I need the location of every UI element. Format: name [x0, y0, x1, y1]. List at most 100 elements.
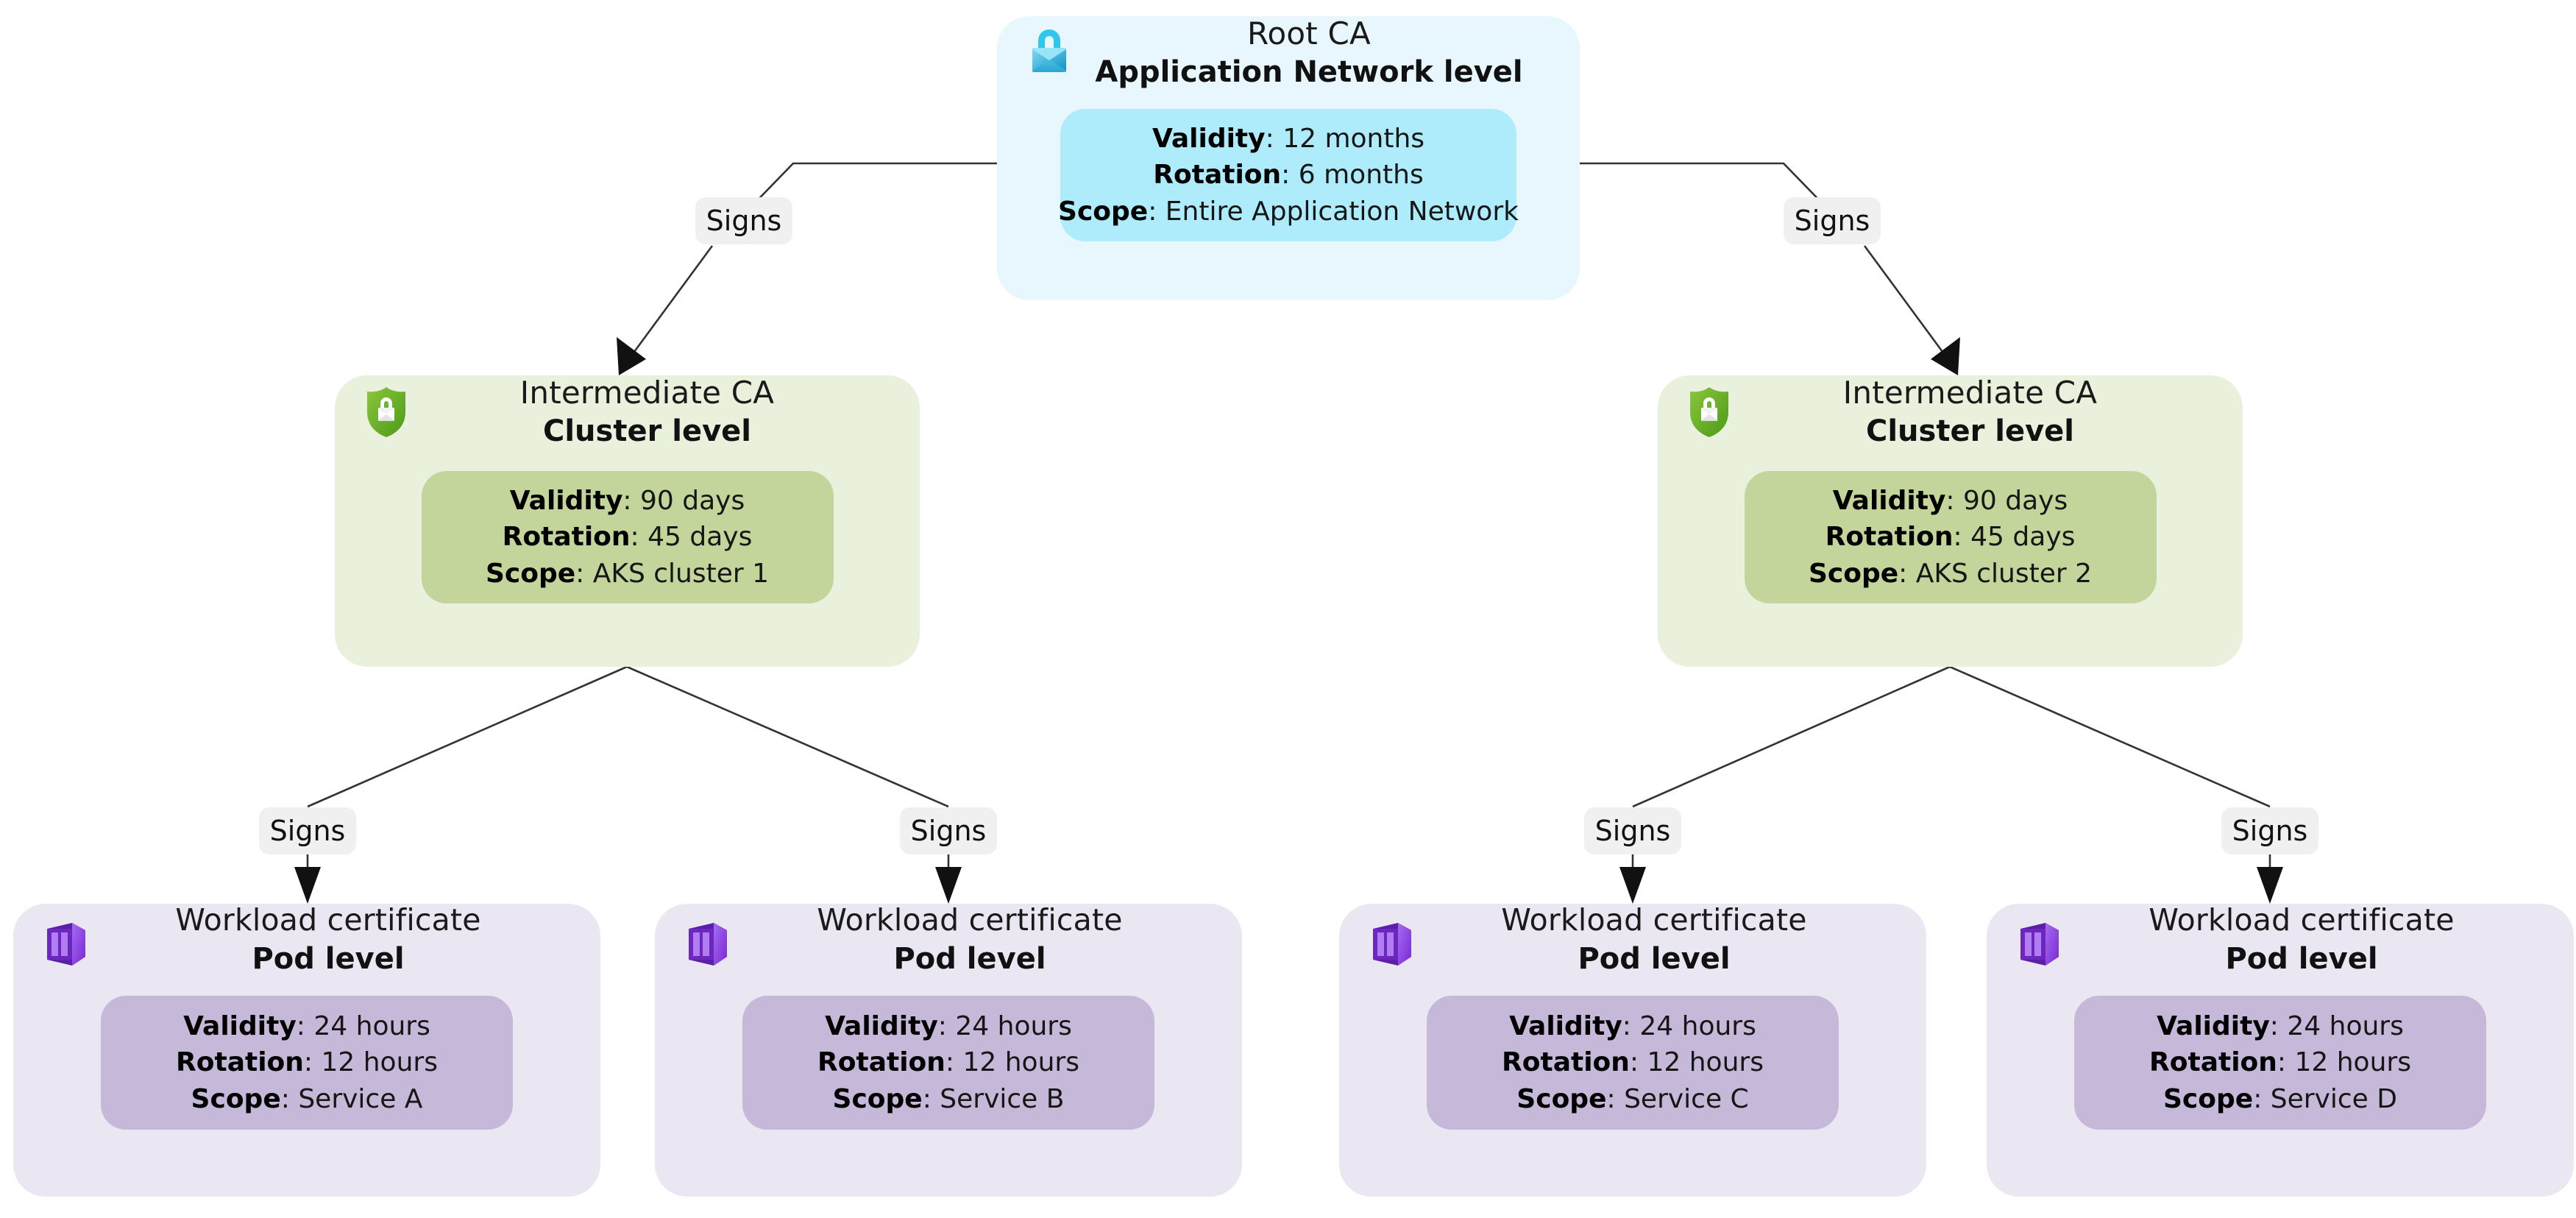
edge-label-root-to-inter-1[interactable]: Signs — [695, 197, 792, 244]
root-ca-header: Root CA Application Network level — [997, 16, 1580, 90]
workload-c-scope-label: Scope — [1516, 1083, 1607, 1114]
workload-d-rotation-label: Rotation — [2149, 1047, 2277, 1078]
intermediate-ca-2-title: Intermediate CA — [1842, 375, 2098, 411]
root-ca-scope-value: Entire Application Network — [1165, 196, 1519, 227]
intermediate-ca-2-header: Intermediate CA Cluster level — [1658, 375, 2243, 449]
workload-b-scope: Scope: Service B — [832, 1083, 1065, 1114]
workload-c-validity-value: 24 hours — [1639, 1010, 1756, 1041]
arrowhead-wl-d — [2257, 867, 2283, 904]
workload-d-rotation: Rotation: 12 hours — [2149, 1047, 2411, 1078]
padlock-icon — [1026, 26, 1072, 78]
workload-d-validity: Validity: 24 hours — [2157, 1010, 2404, 1041]
workload-b-validity: Validity: 24 hours — [825, 1010, 1072, 1041]
intermediate-ca-1-details: Validity: 90 days Rotation: 45 days Scop… — [421, 471, 834, 604]
edge-inter1-to-wl-a — [307, 665, 628, 808]
workload-c-title: Workload certificate — [1501, 902, 1807, 938]
node-workload-c[interactable]: Workload certificate Pod level Validity:… — [1339, 902, 1926, 1197]
intermediate-ca-2-rotation-label: Rotation — [1825, 522, 1954, 553]
workload-b-rotation: Rotation: 12 hours — [817, 1047, 1079, 1078]
workload-b-details: Validity: 24 hours Rotation: 12 hours Sc… — [742, 996, 1154, 1130]
intermediate-ca-2-validity-value: 90 days — [1963, 485, 2068, 516]
edge-label-inter1-to-wl-a[interactable]: Signs — [259, 807, 356, 854]
edge-label-inter2-to-wl-d[interactable]: Signs — [2221, 807, 2318, 854]
node-workload-d[interactable]: Workload certificate Pod level Validity:… — [1987, 902, 2574, 1197]
edge-label-inter1-to-wl-b[interactable]: Signs — [900, 807, 997, 854]
edge-inter2-to-wl-c — [1632, 665, 1951, 808]
workload-a-titles: Workload certificate Pod level — [78, 902, 600, 977]
workload-d-rotation-value: 12 hours — [2294, 1047, 2411, 1078]
node-intermediate-ca-1[interactable]: Intermediate CA Cluster level Validity: … — [335, 375, 920, 667]
workload-b-validity-value: 24 hours — [955, 1010, 1072, 1041]
intermediate-ca-1-rotation-label: Rotation — [502, 522, 631, 553]
workload-a-rotation-label: Rotation — [176, 1047, 304, 1078]
workload-d-subtitle: Pod level — [2225, 941, 2378, 976]
workload-a-scope-label: Scope — [191, 1083, 281, 1114]
node-intermediate-ca-2[interactable]: Intermediate CA Cluster level Validity: … — [1658, 375, 2243, 667]
workload-b-subtitle: Pod level — [893, 941, 1046, 976]
container-cube-icon — [684, 920, 731, 971]
workload-c-rotation-value: 12 hours — [1647, 1047, 1764, 1078]
workload-b-validity-label: Validity — [825, 1010, 938, 1041]
root-ca-subtitle: Application Network level — [1095, 55, 1523, 90]
workload-d-validity-value: 24 hours — [2287, 1010, 2404, 1041]
node-root-ca[interactable]: Root CA Application Network level Validi… — [997, 16, 1580, 300]
root-ca-title: Root CA — [1247, 15, 1371, 52]
intermediate-ca-2-subtitle: Cluster level — [1865, 414, 2074, 449]
workload-c-rotation-label: Rotation — [1502, 1047, 1630, 1078]
arrowhead-wl-b — [935, 867, 962, 904]
intermediate-ca-1-scope-label: Scope — [485, 559, 576, 589]
root-ca-rotation-label: Rotation — [1153, 160, 1282, 191]
root-ca-details: Validity: 12 months Rotation: 6 months S… — [1058, 109, 1519, 242]
workload-c-header: Workload certificate Pod level — [1339, 902, 1926, 977]
root-ca-rotation-value: 6 months — [1298, 160, 1424, 191]
workload-c-scope: Scope: Service C — [1516, 1083, 1749, 1114]
container-cube-icon — [1369, 920, 1416, 971]
intermediate-ca-1-rotation: Rotation: 45 days — [502, 522, 753, 553]
workload-a-title: Workload certificate — [175, 902, 481, 938]
edge-root-to-inter-1-b — [633, 245, 714, 353]
container-cube-icon — [43, 920, 90, 971]
workload-a-rotation-value: 12 hours — [321, 1047, 438, 1078]
workload-c-subtitle: Pod level — [1578, 941, 1731, 976]
arrowhead-wl-c — [1619, 867, 1646, 904]
intermediate-ca-2-rotation: Rotation: 45 days — [1825, 522, 2076, 553]
workload-b-rotation-label: Rotation — [817, 1047, 945, 1078]
intermediate-ca-2-rotation-value: 45 days — [1970, 522, 2076, 553]
workload-c-scope-value: Service C — [1624, 1083, 1749, 1114]
root-ca-validity: Validity: 12 months — [1152, 123, 1425, 154]
intermediate-ca-2-scope-value: AKS cluster 2 — [1915, 559, 2093, 589]
edge-root-to-inter-2-b — [1863, 245, 1944, 353]
node-workload-a[interactable]: Workload certificate Pod level Validity:… — [13, 902, 600, 1197]
edge-label-inter2-to-wl-c[interactable]: Signs — [1584, 807, 1681, 854]
workload-b-titles: Workload certificate Pod level — [720, 902, 1242, 977]
edge-label-root-to-inter-2[interactable]: Signs — [1784, 197, 1881, 244]
workload-a-validity: Validity: 24 hours — [183, 1010, 430, 1041]
node-workload-b[interactable]: Workload certificate Pod level Validity:… — [655, 902, 1242, 1197]
intermediate-ca-1-subtitle: Cluster level — [542, 414, 751, 449]
shield-lock-icon — [364, 386, 408, 442]
root-ca-validity-label: Validity — [1152, 123, 1266, 154]
shield-lock-icon — [1687, 386, 1731, 442]
intermediate-ca-1-scope-value: AKS cluster 1 — [592, 559, 770, 589]
workload-a-details: Validity: 24 hours Rotation: 12 hours Sc… — [101, 996, 513, 1130]
workload-d-scope-value: Service D — [2270, 1083, 2397, 1114]
edge-inter2-to-wl-d — [1949, 665, 2271, 808]
intermediate-ca-1-scope: Scope: AKS cluster 1 — [485, 559, 770, 589]
workload-c-rotation: Rotation: 12 hours — [1502, 1047, 1764, 1078]
edge-inter1-to-wl-b — [626, 665, 949, 808]
workload-b-rotation-value: 12 hours — [962, 1047, 1079, 1078]
intermediate-ca-2-details: Validity: 90 days Rotation: 45 days Scop… — [1744, 471, 2157, 604]
workload-b-title: Workload certificate — [817, 902, 1123, 938]
workload-d-title: Workload certificate — [2149, 902, 2455, 938]
intermediate-ca-1-header: Intermediate CA Cluster level — [335, 375, 920, 449]
arrowhead-inter-1 — [617, 337, 646, 375]
intermediate-ca-2-scope: Scope: AKS cluster 2 — [1808, 559, 2093, 589]
intermediate-ca-2-validity-label: Validity — [1832, 485, 1946, 516]
root-ca-titles: Root CA Application Network level — [1060, 16, 1580, 90]
intermediate-ca-2-scope-label: Scope — [1808, 559, 1899, 589]
workload-c-validity: Validity: 24 hours — [1509, 1010, 1756, 1041]
workload-a-rotation: Rotation: 12 hours — [176, 1047, 438, 1078]
arrowhead-inter-2 — [1931, 337, 1960, 375]
workload-b-scope-value: Service B — [940, 1083, 1065, 1114]
root-ca-rotation: Rotation: 6 months — [1153, 160, 1424, 191]
